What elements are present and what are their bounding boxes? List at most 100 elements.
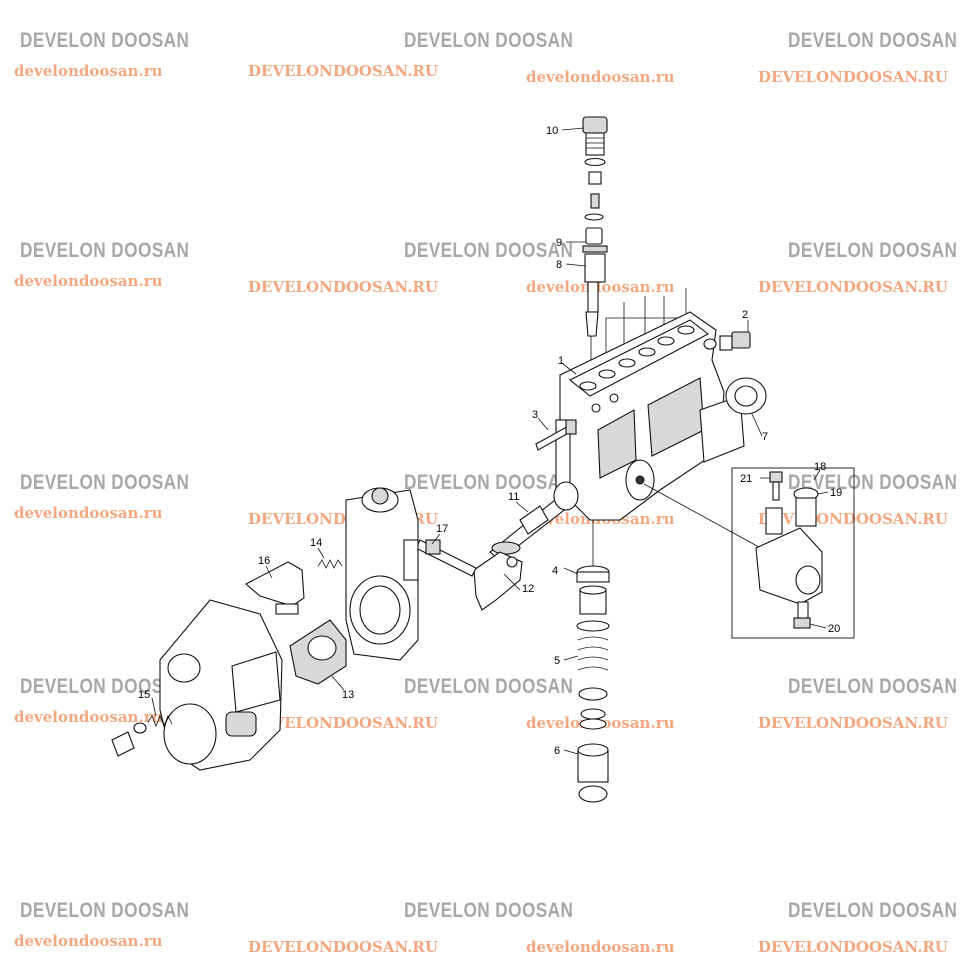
watermark-row2-right: DEVELON DOOSAN — [782, 236, 980, 266]
governor-housing — [345, 487, 419, 661]
adjusting-screw — [111, 714, 173, 757]
label-part-3: 3 — [532, 409, 538, 421]
watermark-url: develondoosan.ru — [526, 68, 675, 86]
label-part-2: 2 — [742, 309, 748, 321]
watermark-brand: DEVELON DOOSAN — [404, 239, 574, 262]
watermark-logo: DEVELON DOOSAN — [398, 468, 598, 498]
label-part-7: 7 — [762, 431, 768, 443]
watermark-logo: DEVELON DOOSAN — [782, 672, 980, 702]
flyweight-assembly — [289, 619, 347, 685]
label-part-1: 1 — [558, 355, 564, 367]
watermark-brand: DEVELON DOOSAN — [788, 239, 958, 262]
label-part-5: 5 — [554, 655, 560, 667]
label-part-14: 14 — [310, 537, 322, 549]
watermark-url: develondoosan.ru — [14, 504, 163, 522]
watermark-logo: DEVELON DOOSAN — [782, 468, 980, 498]
watermark-top-far-right: DEVELONDOOSAN.RU — [758, 62, 958, 86]
watermark-logo: DEVELON DOOSAN — [782, 26, 980, 56]
watermark-url: develondoosan.ru — [526, 278, 675, 296]
watermark-row4-mid-left: DEVELONDOOSAN.RU — [248, 708, 448, 732]
watermark-url: develondoosan.ru — [14, 932, 163, 950]
watermark-url: DEVELONDOOSAN.RU — [248, 278, 438, 296]
watermark-brand: DEVELON DOOSAN — [788, 899, 958, 922]
label-part-19: 19 — [830, 487, 842, 499]
watermark-bottom-right: DEVELON DOOSAN — [782, 896, 980, 926]
watermark-url: DEVELONDOOSAN.RU — [248, 62, 438, 80]
delivery-valve-holder — [582, 116, 608, 337]
watermark-url: DEVELONDOOSAN.RU — [758, 68, 948, 86]
watermark-row4-left: DEVELON DOOSAN develondoosan.ru — [14, 672, 214, 726]
watermark-logo: DEVELON DOOSAN — [14, 236, 214, 266]
watermark-url: develondoosan.ru — [14, 62, 163, 80]
watermark-url: develondoosan.ru — [526, 938, 675, 956]
watermark-bottom-center: DEVELON DOOSAN — [398, 896, 598, 926]
watermark-brand: DEVELON DOOSAN — [788, 675, 958, 698]
feed-pump-inset — [643, 467, 855, 639]
governor-cover — [159, 599, 283, 771]
watermark-bottom-far-right: DEVELONDOOSAN.RU — [758, 932, 958, 956]
watermark-logo: DEVELON DOOSAN — [782, 236, 980, 266]
watermark-brand: DEVELON DOOSAN — [20, 29, 190, 52]
watermark-top-mid-left: DEVELONDOOSAN.RU — [248, 26, 448, 80]
watermark-bottom-mid-left: DEVELONDOOSAN.RU — [248, 932, 448, 956]
watermark-row3-left: DEVELON DOOSAN develondoosan.ru — [14, 468, 214, 522]
label-part-10: 10 — [546, 125, 558, 137]
watermark-row2-far-right: DEVELONDOOSAN.RU — [758, 272, 958, 296]
watermark-url: develondoosan.ru — [14, 708, 163, 726]
watermark-brand: DEVELON DOOSAN — [404, 471, 574, 494]
watermark-row2-center: DEVELON DOOSAN — [398, 236, 598, 266]
camshaft — [489, 481, 579, 561]
bolt — [535, 419, 577, 451]
label-part-13: 13 — [342, 689, 354, 701]
watermark-brand: DEVELON DOOSAN — [20, 471, 190, 494]
pump-housing — [555, 311, 745, 521]
watermark-url: DEVELONDOOSAN.RU — [248, 714, 438, 732]
watermark-logo: DEVELON DOOSAN — [782, 896, 980, 926]
oil-seal — [725, 377, 767, 415]
watermark-bottom-mid-right: develondoosan.ru — [526, 932, 726, 956]
control-rod — [415, 539, 477, 577]
governor-spring — [317, 559, 343, 569]
label-part-16: 16 — [258, 555, 270, 567]
watermark-logo: DEVELON DOOSAN — [14, 26, 214, 56]
watermark-top-left: DEVELON DOOSAN develondoosan.ru — [14, 26, 214, 80]
watermark-url: DEVELONDOOSAN.RU — [758, 714, 948, 732]
watermark-logo: DEVELON DOOSAN — [398, 672, 598, 702]
watermark-row4-center: DEVELON DOOSAN — [398, 672, 598, 702]
watermark-row2-left: DEVELON DOOSAN develondoosan.ru — [14, 236, 214, 290]
watermark-logo: DEVELON DOOSAN — [14, 468, 214, 498]
tension-lever — [245, 561, 305, 615]
label-part-12: 12 — [522, 583, 534, 595]
watermark-brand: DEVELON DOOSAN — [20, 239, 190, 262]
watermark-row2-mid-left: DEVELONDOOSAN.RU — [248, 272, 448, 296]
watermark-row4-far-right: DEVELONDOOSAN.RU — [758, 708, 958, 732]
watermark-row3-center: DEVELON DOOSAN — [398, 468, 598, 498]
label-part-18: 18 — [814, 461, 826, 473]
label-part-6: 6 — [554, 745, 560, 757]
watermark-brand: DEVELON DOOSAN — [20, 899, 190, 922]
watermark-top-right: DEVELON DOOSAN — [782, 26, 980, 56]
watermark-logo: DEVELON DOOSAN — [14, 896, 214, 926]
watermark-url: DEVELONDOOSAN.RU — [758, 938, 948, 956]
watermark-brand: DEVELON DOOSAN — [404, 899, 574, 922]
watermark-brand: DEVELON DOOSAN — [404, 675, 574, 698]
watermark-row3-right: DEVELON DOOSAN — [782, 468, 980, 498]
watermark-bottom-left: DEVELON DOOSAN develondoosan.ru — [14, 896, 214, 950]
watermark-logo: DEVELON DOOSAN — [398, 26, 598, 56]
label-part-21: 21 — [740, 473, 752, 485]
watermark-brand: DEVELON DOOSAN — [404, 29, 574, 52]
label-part-9: 9 — [556, 237, 562, 249]
label-part-15: 15 — [138, 689, 150, 701]
watermark-top-mid-right: develondoosan.ru — [526, 62, 726, 86]
label-part-8: 8 — [556, 259, 562, 271]
watermark-row4-right: DEVELON DOOSAN — [782, 672, 980, 702]
plug-screw — [703, 331, 751, 351]
watermark-url: develondoosan.ru — [14, 272, 163, 290]
watermark-brand: DEVELON DOOSAN — [788, 471, 958, 494]
control-lever — [473, 551, 523, 611]
label-part-4: 4 — [552, 565, 558, 577]
watermark-row2-mid-right: develondoosan.ru — [526, 272, 726, 296]
watermark-logo: DEVELON DOOSAN — [14, 672, 214, 702]
